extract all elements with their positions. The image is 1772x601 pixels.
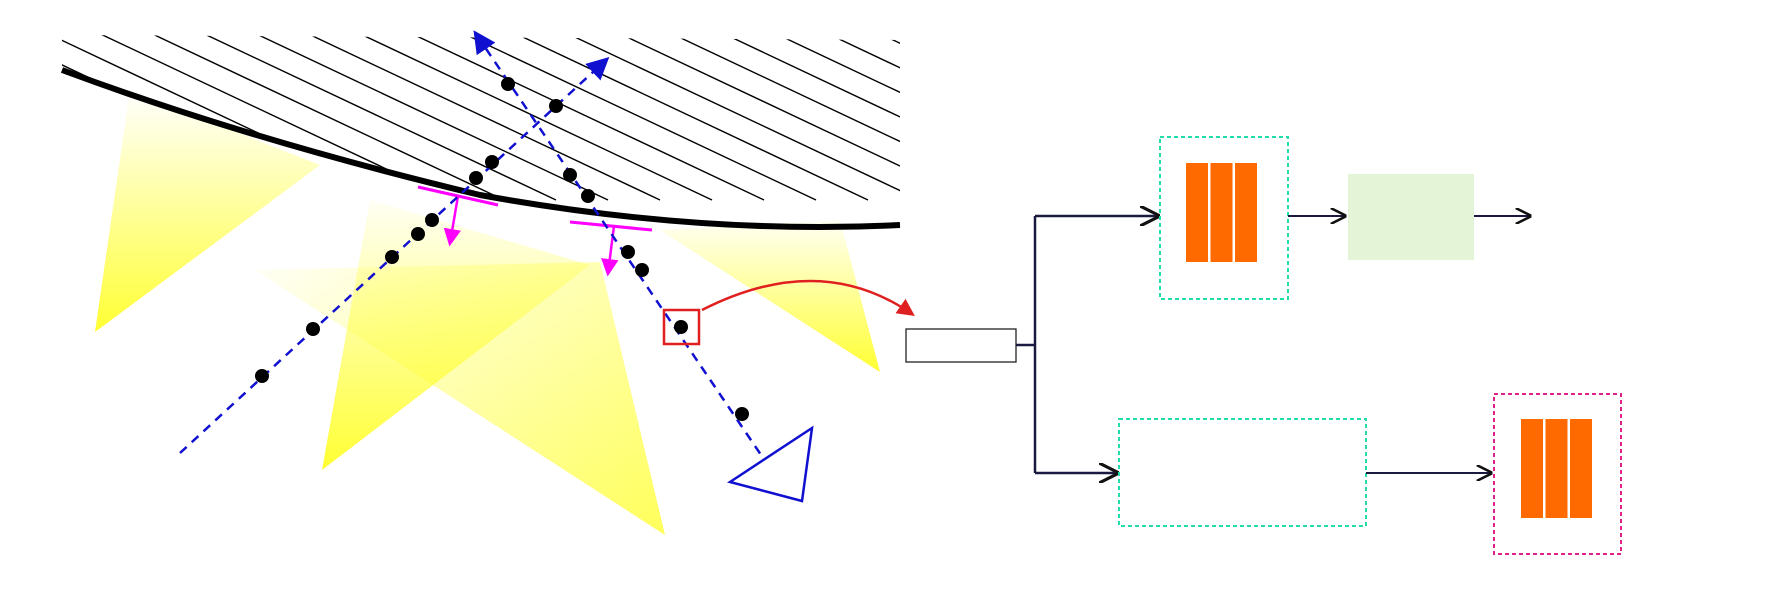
sample-point [563, 168, 577, 182]
normal-arrow-right [601, 225, 619, 277]
hatch-line [611, 35, 900, 201]
feature-bar [1570, 419, 1592, 518]
feature-bar [1545, 419, 1568, 518]
sample-point [425, 213, 439, 227]
hatch-line [663, 35, 900, 201]
feature-bar [1210, 163, 1233, 262]
camera-icon [726, 425, 814, 503]
feature-bar [1235, 163, 1257, 262]
sample-points [255, 77, 749, 421]
highlight-arrow [701, 279, 915, 316]
hatch-line [767, 35, 900, 201]
sample-point [255, 369, 269, 383]
ray-right [473, 30, 780, 481]
pipeline [905, 136, 1622, 555]
feature-bar [1186, 163, 1208, 262]
hatch-line [455, 35, 817, 201]
hatch-line [715, 35, 900, 201]
upper-feature-box [1159, 136, 1289, 300]
sample-point [469, 171, 483, 185]
upper-feature-bars [1186, 163, 1257, 262]
hatch-line [247, 35, 609, 201]
sample-point [621, 245, 635, 259]
input-box [905, 328, 1017, 363]
light-cone-right [660, 220, 880, 372]
sample-point [674, 320, 688, 334]
hatch-line [62, 35, 89, 201]
hatch-line [976, 30, 1336, 200]
upper-output-box [1348, 174, 1474, 260]
hatch-line [559, 35, 900, 201]
sample-point [581, 189, 595, 203]
lower-feature-bars [1521, 419, 1592, 518]
sample-point [735, 407, 749, 421]
light-cones [95, 90, 880, 535]
feature-bar [1521, 419, 1543, 518]
hatch-line [0, 30, 36, 200]
surface-curve [60, 67, 901, 230]
hatch-line [195, 35, 557, 201]
light-cone-diagonal [255, 262, 665, 535]
sample-point [306, 322, 320, 336]
hatch-line [143, 35, 505, 201]
highlighted-sample-box [662, 308, 701, 346]
lower-feature-box [1493, 393, 1622, 555]
tangent-patch-right [569, 220, 653, 232]
sample-point [485, 155, 499, 169]
sample-point [549, 99, 563, 113]
hatch-line [507, 35, 869, 201]
sample-point [411, 227, 425, 241]
hatch-line [299, 35, 661, 201]
hatch-line [403, 35, 765, 201]
lower-process-box [1118, 418, 1367, 527]
light-cone-left [95, 90, 320, 332]
hatch-line [819, 35, 900, 201]
normal-arrow-left [443, 195, 461, 247]
sample-point [385, 250, 399, 264]
sample-point [501, 77, 515, 91]
sample-point [635, 263, 649, 277]
hatch-line [871, 35, 900, 201]
